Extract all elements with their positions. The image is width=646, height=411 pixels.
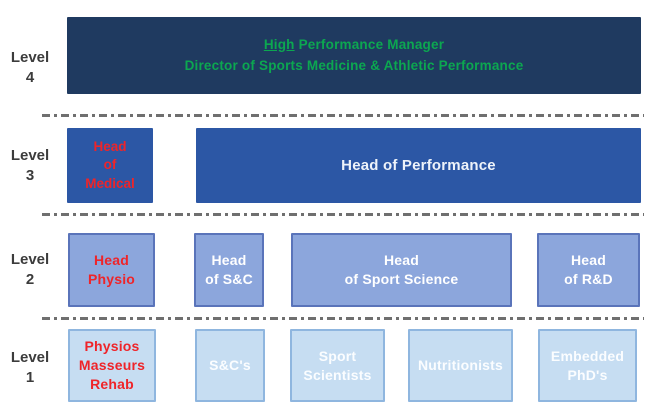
box-head-of-sc: Head of S&C xyxy=(194,233,264,307)
separator-line-level4-level3 xyxy=(42,114,644,117)
box-head-of-sport-science: Head of Sport Science xyxy=(291,233,512,307)
level-label-word: Level xyxy=(10,349,50,366)
level-label-number: 1 xyxy=(25,368,35,386)
level-label-word: Level xyxy=(10,251,50,268)
box-title-line: High Performance Manager xyxy=(264,35,444,56)
box-text-line: Nutritionists xyxy=(417,357,504,374)
box-sport-scientists: Sport Scientists xyxy=(290,329,385,402)
box-text-line: Physio xyxy=(87,271,136,287)
box-text-line: of R&D xyxy=(564,271,613,287)
box-text-line: Medical xyxy=(85,175,135,191)
box-text-line: Rehab xyxy=(90,375,134,392)
box-text-line: of S&C xyxy=(205,271,253,287)
level-2-label: Level 2 xyxy=(4,250,56,289)
box-scs: S&C's xyxy=(195,329,265,402)
box-text-line: S&C's xyxy=(209,357,251,374)
level-1-label: Level 1 xyxy=(4,348,56,387)
level-label-number: 2 xyxy=(25,270,35,288)
box-text-line: PhD's xyxy=(567,366,608,383)
level-4-label: Level 4 xyxy=(4,48,56,87)
box-text-line: Head xyxy=(570,252,607,269)
title-rest: Performance Manager xyxy=(298,36,445,52)
box-text-line: Head xyxy=(93,252,130,269)
box-text-line: Scientists xyxy=(303,366,372,383)
box-text-line: Head of Performance xyxy=(341,157,496,174)
box-head-physio: Head Physio xyxy=(68,233,155,307)
box-nutritionists: Nutritionists xyxy=(408,329,513,402)
box-subtitle-line: Director of Sports Medicine & Athletic P… xyxy=(184,57,524,73)
box-high-performance-manager: High Performance Manager Director of Spo… xyxy=(67,17,641,94)
level-label-word: Level xyxy=(10,147,50,164)
level-label-number: 4 xyxy=(25,68,35,86)
underlined-word: High xyxy=(263,36,295,52)
box-text-line: Sport xyxy=(318,347,357,364)
box-text-line: Head xyxy=(383,252,420,269)
level-label-number: 3 xyxy=(25,166,35,184)
box-text-line: of Sport Science xyxy=(344,271,459,287)
box-text-line: Embedded xyxy=(550,347,625,364)
box-text-line: Head xyxy=(211,252,247,269)
box-head-of-rd: Head of R&D xyxy=(537,233,640,307)
box-physios-masseurs-rehab: Physios Masseurs Rehab xyxy=(68,329,156,402)
separator-line-level3-level2 xyxy=(42,213,644,216)
separator-line-level2-level1 xyxy=(42,317,644,320)
level-label-word: Level xyxy=(10,49,50,66)
box-head-of-performance: Head of Performance xyxy=(196,128,641,203)
box-embedded-phds: Embedded PhD's xyxy=(538,329,637,402)
level-3-label: Level 3 xyxy=(4,146,56,185)
box-head-of-medical: Head of Medical xyxy=(67,128,153,203)
box-text-line: Physios xyxy=(84,338,140,355)
box-text-line: Head xyxy=(93,139,127,155)
box-text-line: of xyxy=(103,157,117,173)
box-text-line: Masseurs xyxy=(78,357,146,374)
